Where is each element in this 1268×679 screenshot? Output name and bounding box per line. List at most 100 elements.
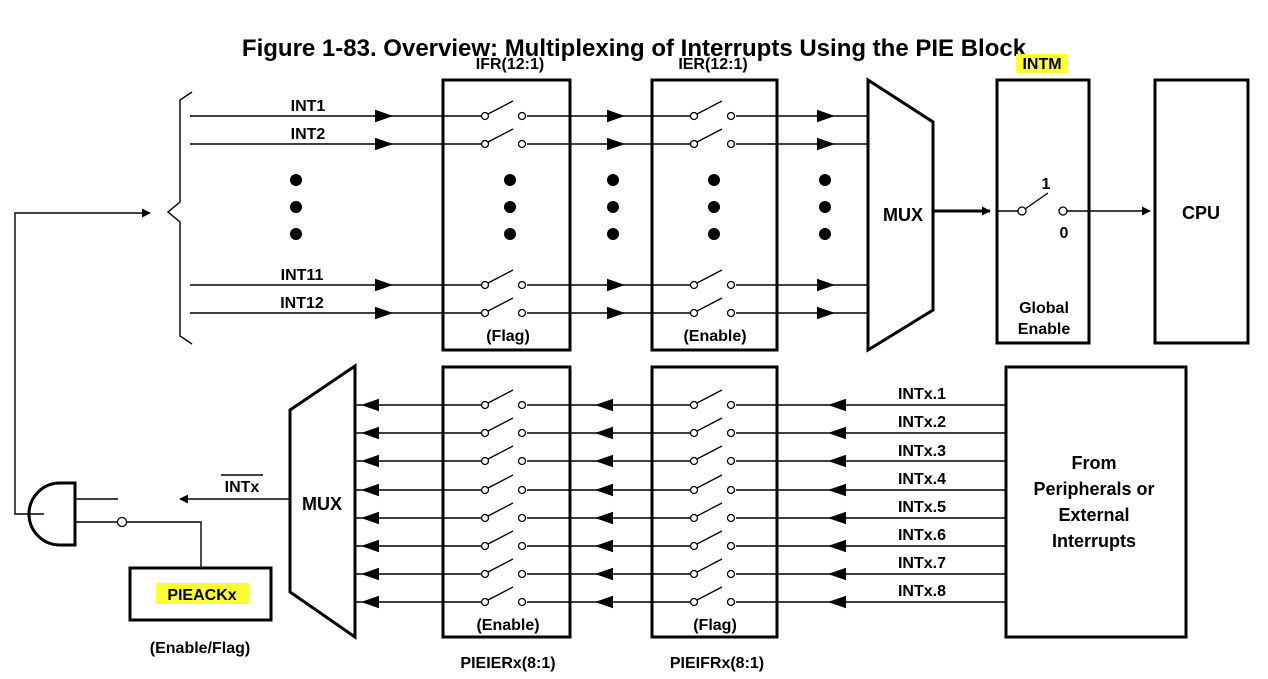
peripherals-line3: External	[1058, 505, 1129, 525]
top-row-4-ifr-gap	[481, 310, 527, 316]
top-row-4-ier-switch-arm	[696, 297, 723, 312]
bottom-row-5-pieier-switch-contact	[517, 513, 527, 523]
bottom-row-2-pieifr-switch-pivot	[689, 428, 699, 438]
bottom-row-2-pieier-switch-pivot	[480, 428, 490, 438]
top-row-2-ifr-switch-contact	[517, 139, 527, 149]
ellipsis-dot-2-3	[504, 228, 516, 240]
ellipsis-dot-5-2	[819, 201, 831, 213]
bottom-row-8-pieifr-switch-pivot	[689, 597, 699, 607]
bottom-row-3-pieifr-switch-pivot	[689, 456, 699, 466]
bottom-row-6-pieier-switch-pivot	[480, 541, 490, 551]
top-row-1-ifr-switch-contact	[517, 111, 527, 121]
pieifr-header: PIEIFRx(8:1)	[670, 655, 764, 672]
pieier-header: PIEIERx(8:1)	[460, 655, 555, 672]
bottom-row-5-pieier-switch-pivot	[480, 513, 490, 523]
bottom-row-2-pieifr-switch-arm	[696, 417, 723, 432]
pieifr-register-box	[650, 365, 779, 639]
bottom-row-6-arrow-2	[595, 539, 613, 553]
top-mux	[866, 77, 935, 353]
top-row-1-ifr-gap	[481, 113, 527, 119]
top-row-3-arrow-1	[375, 278, 393, 292]
bottom-row-6-arrow-3	[828, 539, 846, 553]
bottom-row-6-pieifr-switch-contact	[726, 541, 736, 551]
bottom-row-3-arrow-2	[595, 454, 613, 468]
bottom-row-4-arrow-3	[828, 483, 846, 497]
top-row-4-ifr-switch-pivot	[480, 308, 490, 318]
figure-title: Figure 1-83. Overview: Multiplexing of I…	[242, 35, 1027, 62]
bottom-row-8-pieifr-switch-arm	[696, 586, 723, 601]
bottom-row-8-pieier-switch-arm	[487, 586, 514, 601]
ellipsis-dot-1-1	[290, 174, 302, 186]
bottom-row-8-pieier-gap	[481, 599, 527, 605]
top-row-3-ifr-switch-pivot	[480, 280, 490, 290]
bottom-row-1-pieifr-switch-arm	[696, 389, 723, 404]
pieier-footer: (Enable)	[476, 617, 539, 634]
bottom-row-3-pieier-gap	[481, 458, 527, 464]
ier-footer: (Enable)	[683, 328, 746, 345]
pieack-box	[128, 566, 273, 622]
bottom-row-5-arrow-2	[595, 511, 613, 525]
int1-label: INT1	[291, 98, 326, 115]
intm-switch-arm	[1024, 192, 1049, 210]
top-row-2-ier-switch-arm	[696, 128, 723, 143]
top-row-1-arrow-3	[817, 109, 835, 123]
top-row-4-ier-switch-contact	[726, 308, 736, 318]
pieack-to-gate-wire	[126, 521, 202, 568]
ellipsis-dot-4-1	[708, 174, 720, 186]
top-row-2-ifr-switch-pivot	[480, 139, 490, 149]
bottom-row-1-arrow-2	[595, 398, 613, 412]
bottom-row-3-pieier-switch-pivot	[480, 456, 490, 466]
bottom-row-6-pieifr-gap	[690, 543, 736, 549]
intm-header: INTM	[1022, 56, 1061, 73]
pieack-label: PIEACKx	[167, 587, 236, 604]
ellipsis-dot-2-2	[504, 201, 516, 213]
top-row-1-ier-switch-contact	[726, 111, 736, 121]
top-row-4-ier-switch-pivot	[689, 308, 699, 318]
peripherals-line4: Interrupts	[1052, 531, 1136, 551]
bottom-row-8-pieifr-gap	[690, 599, 736, 605]
bottom-row-1-pieier-switch-pivot	[480, 400, 490, 410]
int2-label: INT2	[291, 126, 326, 143]
top-row-3-ier-switch-arm	[696, 269, 723, 284]
bottom-row-7-arrow-1	[361, 567, 379, 581]
bottom-row-3-pieier-switch-contact	[517, 456, 527, 466]
int-group-brace	[166, 91, 193, 345]
bottom-row-6-arrow-1	[361, 539, 379, 553]
int12-label: INT12	[280, 295, 324, 312]
bottom-row-6-pieifr-switch-pivot	[689, 541, 699, 551]
top-row-3-ier-switch-pivot	[689, 280, 699, 290]
cpu-box	[1153, 78, 1250, 345]
intx-signal-label: INTx	[225, 479, 260, 496]
top-row-3-ifr-switch-contact	[517, 280, 527, 290]
bottom-row-3-pieifr-switch-arm	[696, 445, 723, 460]
bottom-row-1-pieifr-switch-contact	[726, 400, 736, 410]
intm-pos-1: 1	[1042, 176, 1051, 193]
peripherals-box	[1004, 365, 1188, 639]
top-row-1-arrow-2	[607, 109, 625, 123]
bottom-row-2-pieifr-gap	[690, 430, 736, 436]
bottom-row-1-arrow-1	[361, 398, 379, 412]
intm-pos-0: 0	[1060, 225, 1069, 242]
bottom-row-5-pieier-switch-arm	[487, 502, 514, 517]
cpu-label: CPU	[1182, 203, 1220, 223]
bottom-row-3-pieifr-switch-contact	[726, 456, 736, 466]
bottom-row-5-arrow-1	[361, 511, 379, 525]
ellipsis-dot-3-1	[607, 174, 619, 186]
bottom-row-2-pieier-gap	[481, 430, 527, 436]
bottom-row-8-arrow-2	[595, 595, 613, 609]
and-gate-inversion-bubble	[116, 516, 128, 528]
bottom-row-7-pieier-switch-contact	[517, 569, 527, 579]
bottom-row-7-pieifr-gap	[690, 571, 736, 577]
intx5-label: INTx.5	[898, 499, 946, 516]
ier-header: IER(12:1)	[678, 56, 747, 73]
bottom-row-2-pieier-switch-contact	[517, 428, 527, 438]
intx1-label: INTx.1	[898, 386, 946, 403]
intm-highlight	[1016, 54, 1068, 73]
intx8-label: INTx.8	[898, 583, 946, 600]
top-row-3-ier-gap	[690, 282, 736, 288]
bottom-row-2-pieifr-switch-contact	[726, 428, 736, 438]
ifr-register-box	[441, 78, 572, 352]
ellipsis-dot-3-3	[607, 228, 619, 240]
intx6-label: INTx.6	[898, 527, 946, 544]
